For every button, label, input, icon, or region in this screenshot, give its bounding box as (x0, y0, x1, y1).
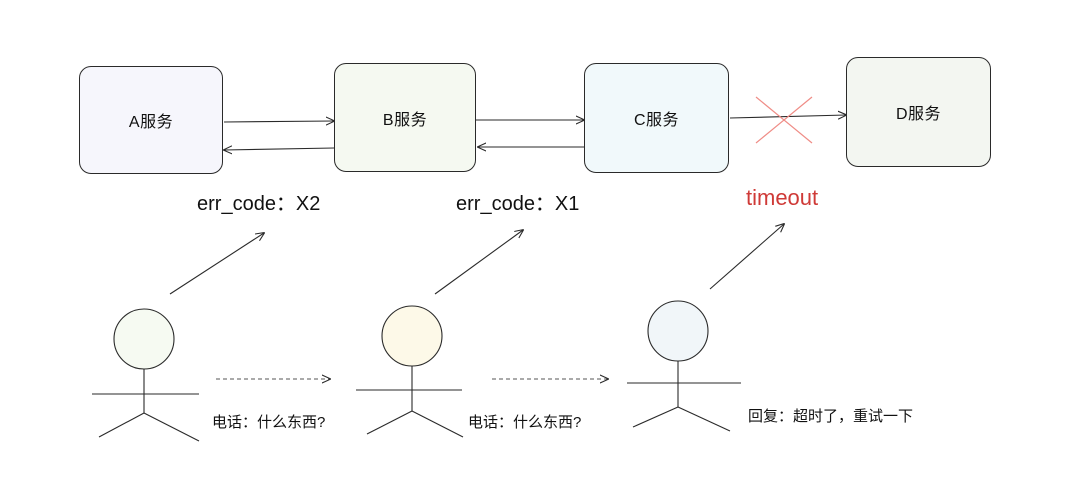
error-code-x1: err_code：X1 (456, 193, 580, 215)
service-box-d: D服务 (846, 57, 991, 167)
arrow-b-to-a (224, 148, 335, 150)
stick-figure-1 (92, 308, 200, 442)
arrow-a-to-b (223, 121, 334, 122)
person-3-head (647, 300, 709, 362)
service-box-c: C服务 (584, 63, 729, 173)
speech-person-3: 回复：超时了，重试一下 (748, 408, 914, 425)
service-a-label: A服务 (128, 114, 174, 131)
service-box-b: B服务 (334, 63, 476, 172)
error-code-x2: err_code：X2 (197, 193, 321, 215)
person-1-head (113, 308, 175, 370)
speech-person-2: 电话：什么东西? (468, 414, 582, 431)
speech-person-1: 电话：什么东西? (212, 414, 326, 431)
arrow-person2-up (434, 230, 523, 295)
service-b-label: B服务 (382, 111, 428, 129)
timeout-label: timeout (746, 185, 819, 210)
failure-cross-stroke-2 (755, 96, 813, 144)
arrow-person3-up (709, 224, 784, 290)
service-c-label: C服务 (633, 112, 680, 129)
stick-figure-2 (356, 305, 464, 438)
arrow-person1-up (169, 233, 264, 295)
person-2-head (381, 305, 443, 367)
stick-figure-3 (627, 300, 741, 432)
service-box-a: A服务 (79, 66, 223, 174)
service-d-label: D服务 (895, 106, 942, 123)
